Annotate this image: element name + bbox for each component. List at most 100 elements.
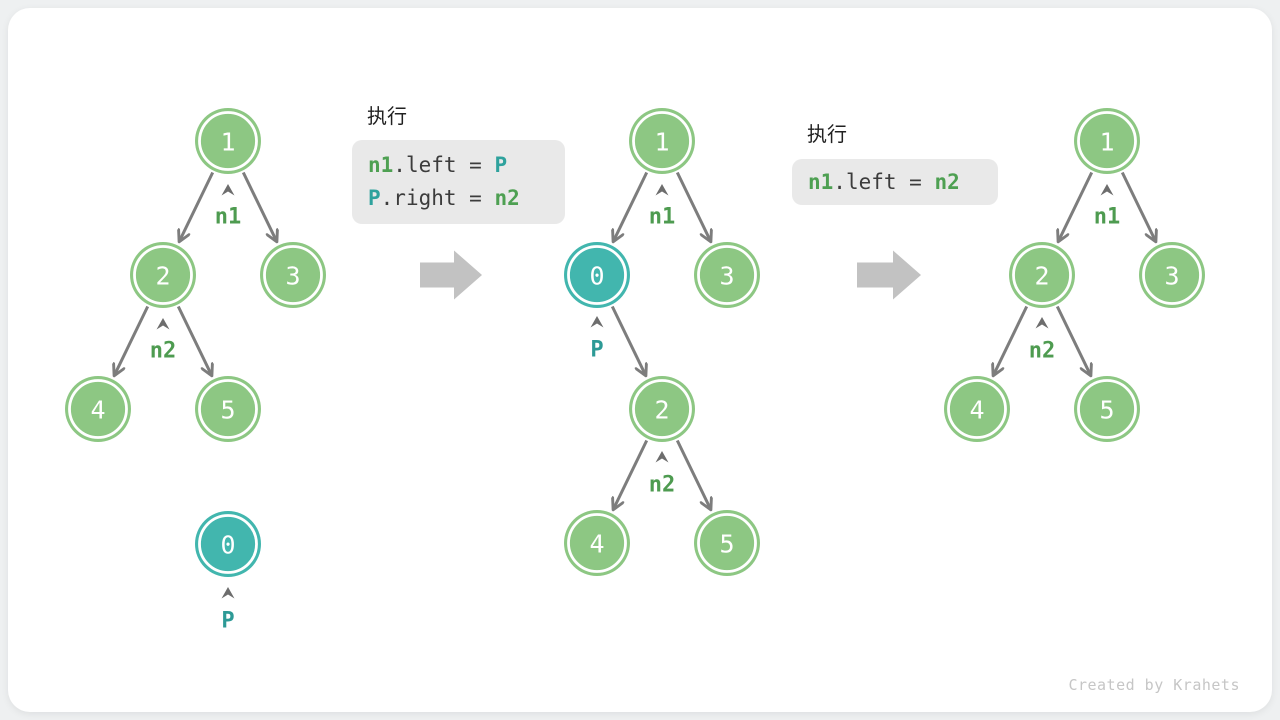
node-value: 3	[285, 262, 300, 291]
node-inner-ring	[133, 245, 193, 305]
tree-edge-arrow	[994, 305, 1029, 375]
node-inner-ring	[697, 245, 757, 305]
node-inner-ring	[697, 513, 757, 573]
tree-edge-arrow	[1120, 171, 1155, 241]
node-value: 0	[220, 531, 235, 560]
node-value: 4	[969, 396, 984, 425]
pointer-n2: n2	[649, 451, 676, 498]
exec-label-1: 执行	[367, 104, 407, 128]
pointer-label: n1	[1094, 205, 1121, 230]
up-caret-icon	[221, 587, 235, 599]
tree-edge-arrow	[675, 171, 710, 241]
node-circle	[195, 108, 261, 174]
node-value: 3	[719, 262, 734, 291]
pointer-n1: n1	[1094, 184, 1121, 230]
node-inner-ring	[198, 111, 258, 171]
tree-edge-arrow	[610, 305, 645, 375]
code-token-green: n2	[494, 186, 520, 210]
node-inner-ring	[632, 111, 692, 171]
tree-node-4: 4	[944, 376, 1010, 442]
up-caret-icon	[590, 316, 604, 328]
watermark: Created by Krahets	[1068, 676, 1240, 694]
up-caret-icon	[221, 184, 235, 196]
pointer-label: n2	[1029, 339, 1056, 364]
node-circle	[944, 376, 1010, 442]
code-block-2: n1.left = n2	[792, 159, 998, 205]
node-circle	[195, 376, 261, 442]
pointer-label: n1	[215, 205, 242, 230]
node-circle	[694, 510, 760, 576]
tree-edge-arrow	[115, 305, 150, 375]
up-caret-icon	[655, 451, 669, 463]
pointer-label: P	[590, 338, 603, 363]
tree-edge-arrow	[1055, 305, 1090, 375]
node-inner-ring	[68, 379, 128, 439]
tree-node-4: 4	[65, 376, 131, 442]
tree-node-2: 2	[130, 242, 196, 308]
node-circle	[1139, 242, 1205, 308]
pointer-n1: n1	[215, 184, 242, 230]
node-inner-ring	[1077, 379, 1137, 439]
node-circle	[1074, 376, 1140, 442]
tree-node-0: 0	[195, 511, 261, 577]
tree-edge-arrow	[180, 171, 215, 241]
node-value: 3	[1164, 262, 1179, 291]
tree-edge-arrow	[675, 439, 710, 509]
node-inner-ring	[567, 513, 627, 573]
node-value: 2	[1034, 262, 1049, 291]
tree-node-1: 1	[1074, 108, 1140, 174]
node-circle	[564, 510, 630, 576]
code-line: n1.left = P	[368, 153, 549, 178]
code-token-teal: P	[494, 153, 508, 177]
code-token-green: n1	[368, 153, 394, 177]
node-value: 1	[220, 128, 235, 157]
node-circle	[629, 108, 695, 174]
tree-node-5: 5	[1074, 376, 1140, 442]
pointer-p: P	[590, 316, 604, 363]
tree-node-3: 3	[260, 242, 326, 308]
node-circle	[260, 242, 326, 308]
code-token-teal: P	[368, 186, 381, 210]
tree-node-3: 3	[1139, 242, 1205, 308]
tree-node-3: 3	[694, 242, 760, 308]
pointer-label: n2	[649, 473, 676, 498]
code-token-green: n2	[934, 169, 960, 194]
node-value: 4	[589, 530, 604, 559]
node-inner-ring	[1012, 245, 1072, 305]
pointer-n1: n1	[649, 184, 675, 230]
node-inner-ring	[198, 514, 258, 574]
tree-edge-arrow	[176, 305, 211, 375]
pointer-n2: n2	[150, 318, 177, 364]
node-circle	[130, 242, 196, 308]
transition-arrow-icon	[420, 250, 482, 300]
node-value: 2	[155, 262, 170, 291]
node-inner-ring	[1142, 245, 1202, 305]
tree-edge-arrow	[614, 439, 649, 509]
node-inner-ring	[632, 379, 692, 439]
node-value: 1	[1099, 128, 1114, 157]
node-circle	[195, 511, 261, 577]
pointer-p: P	[221, 587, 235, 634]
code-token-plain: .left =	[833, 169, 935, 194]
transition-arrow-icon	[857, 250, 921, 300]
node-circle	[564, 242, 630, 308]
node-value: 0	[589, 262, 604, 291]
node-inner-ring	[263, 245, 323, 305]
node-circle	[1074, 108, 1140, 174]
tree-node-2: 2	[1009, 242, 1075, 308]
exec-label-2: 执行	[807, 122, 847, 146]
node-value: 1	[654, 128, 669, 157]
code-line: P.right = n2	[368, 186, 549, 211]
node-value: 4	[90, 396, 105, 425]
code-token-plain: .right =	[380, 186, 495, 210]
tree-node-1: 1	[629, 108, 695, 174]
pointer-label: n2	[150, 339, 177, 364]
tree-node-2: 2	[629, 376, 695, 442]
code-token-plain: .left =	[393, 153, 495, 177]
up-caret-icon	[655, 184, 669, 196]
tree-node-1: 1	[195, 108, 261, 174]
